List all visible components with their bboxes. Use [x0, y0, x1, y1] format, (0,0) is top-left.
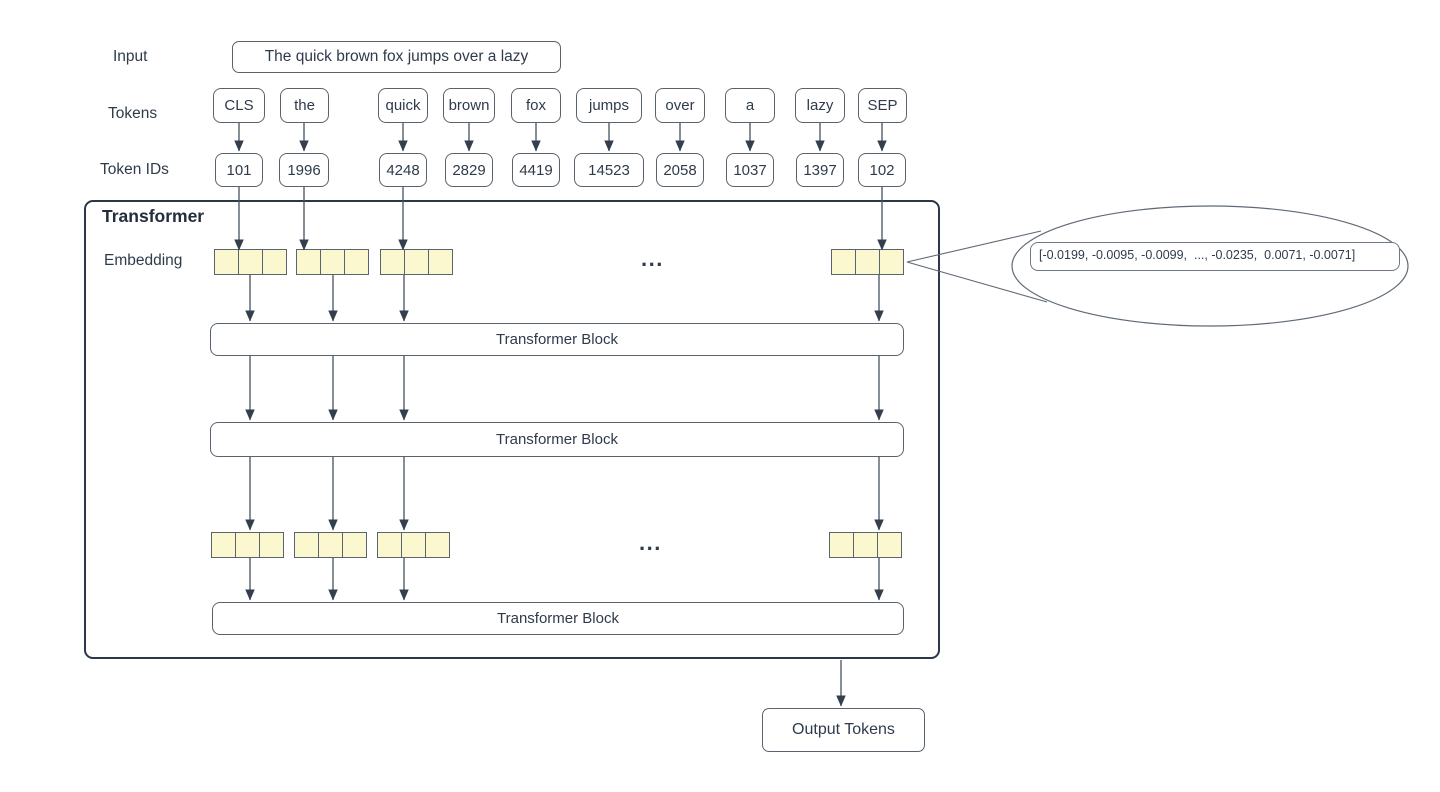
hidden-state-cell: [211, 532, 236, 558]
embedding-cell: [319, 249, 345, 275]
token-id-box-14523: 14523: [574, 153, 644, 187]
input-sentence-box: The quick brown fox jumps over a lazy: [232, 41, 561, 73]
hidden-state-cell: [294, 532, 319, 558]
token-box-sep: SEP: [858, 88, 907, 123]
token-box-cls: CLS: [213, 88, 265, 123]
token-id-box-1996: 1996: [279, 153, 329, 187]
embedding-group-sep: [831, 249, 904, 275]
transformer-container: Transformer: [84, 200, 940, 659]
embedding-row-label: Embedding: [104, 252, 183, 269]
hidden-state-group-sep: [829, 532, 902, 558]
embedding-row-ellipsis: ...: [641, 246, 664, 271]
transformer-block-1: Transformer Block: [210, 323, 904, 356]
hidden-state-row-ellipsis: ...: [639, 530, 662, 555]
tokens-row-label: Tokens: [108, 105, 158, 122]
hidden-state-cell: [852, 532, 878, 558]
embedding-group-3: [380, 249, 453, 275]
token-ids-row-label: Token IDs: [100, 161, 169, 178]
transformer-title: Transformer: [102, 206, 205, 226]
embedding-cell: [296, 249, 321, 275]
token-box-lazy: lazy: [795, 88, 845, 123]
token-id-box-4419: 4419: [512, 153, 560, 187]
token-id-box-2058: 2058: [656, 153, 704, 187]
embedding-cell: [831, 249, 856, 275]
token-id-box-101: 101: [215, 153, 263, 187]
embedding-cell: [854, 249, 880, 275]
token-id-box-1397: 1397: [796, 153, 844, 187]
hidden-state-cell: [876, 532, 902, 558]
token-box-jumps: jumps: [576, 88, 642, 123]
transformer-block-2: Transformer Block: [210, 422, 904, 457]
token-box-the: the: [280, 88, 329, 123]
token-id-box-1037: 1037: [726, 153, 774, 187]
embedding-group-1: [214, 249, 287, 275]
output-tokens-box: Output Tokens: [762, 708, 925, 752]
token-box-a: a: [725, 88, 775, 123]
hidden-state-cell: [317, 532, 343, 558]
hidden-state-cell: [829, 532, 854, 558]
token-id-box-4248: 4248: [379, 153, 427, 187]
hidden-state-cell: [234, 532, 260, 558]
embedding-cell: [343, 249, 369, 275]
transformer-block-3: Transformer Block: [212, 602, 904, 635]
token-id-box-2829: 2829: [445, 153, 493, 187]
embedding-cell: [427, 249, 453, 275]
token-box-fox: fox: [511, 88, 561, 123]
token-box-brown: brown: [443, 88, 495, 123]
embedding-cell: [214, 249, 239, 275]
embedding-cell: [237, 249, 263, 275]
hidden-state-cell: [341, 532, 367, 558]
hidden-state-group-1: [211, 532, 284, 558]
token-box-quick: quick: [378, 88, 428, 123]
token-id-box-102: 102: [858, 153, 906, 187]
hidden-state-group-2: [294, 532, 367, 558]
hidden-state-group-3: [377, 532, 450, 558]
hidden-state-cell: [258, 532, 284, 558]
embedding-vector-callout: [-0.0199, -0.0095, -0.0099, ..., -0.0235…: [1030, 242, 1400, 272]
token-box-over: over: [655, 88, 705, 123]
embedding-group-2: [296, 249, 369, 275]
embedding-cell: [380, 249, 405, 275]
hidden-state-cell: [424, 532, 450, 558]
embedding-cell: [403, 249, 429, 275]
embedding-cell: [261, 249, 287, 275]
input-row-label: Input: [113, 48, 148, 65]
hidden-state-cell: [377, 532, 402, 558]
token-to-id-arrows: [234, 123, 887, 152]
embedding-cell: [878, 249, 904, 275]
hidden-state-cell: [400, 532, 426, 558]
